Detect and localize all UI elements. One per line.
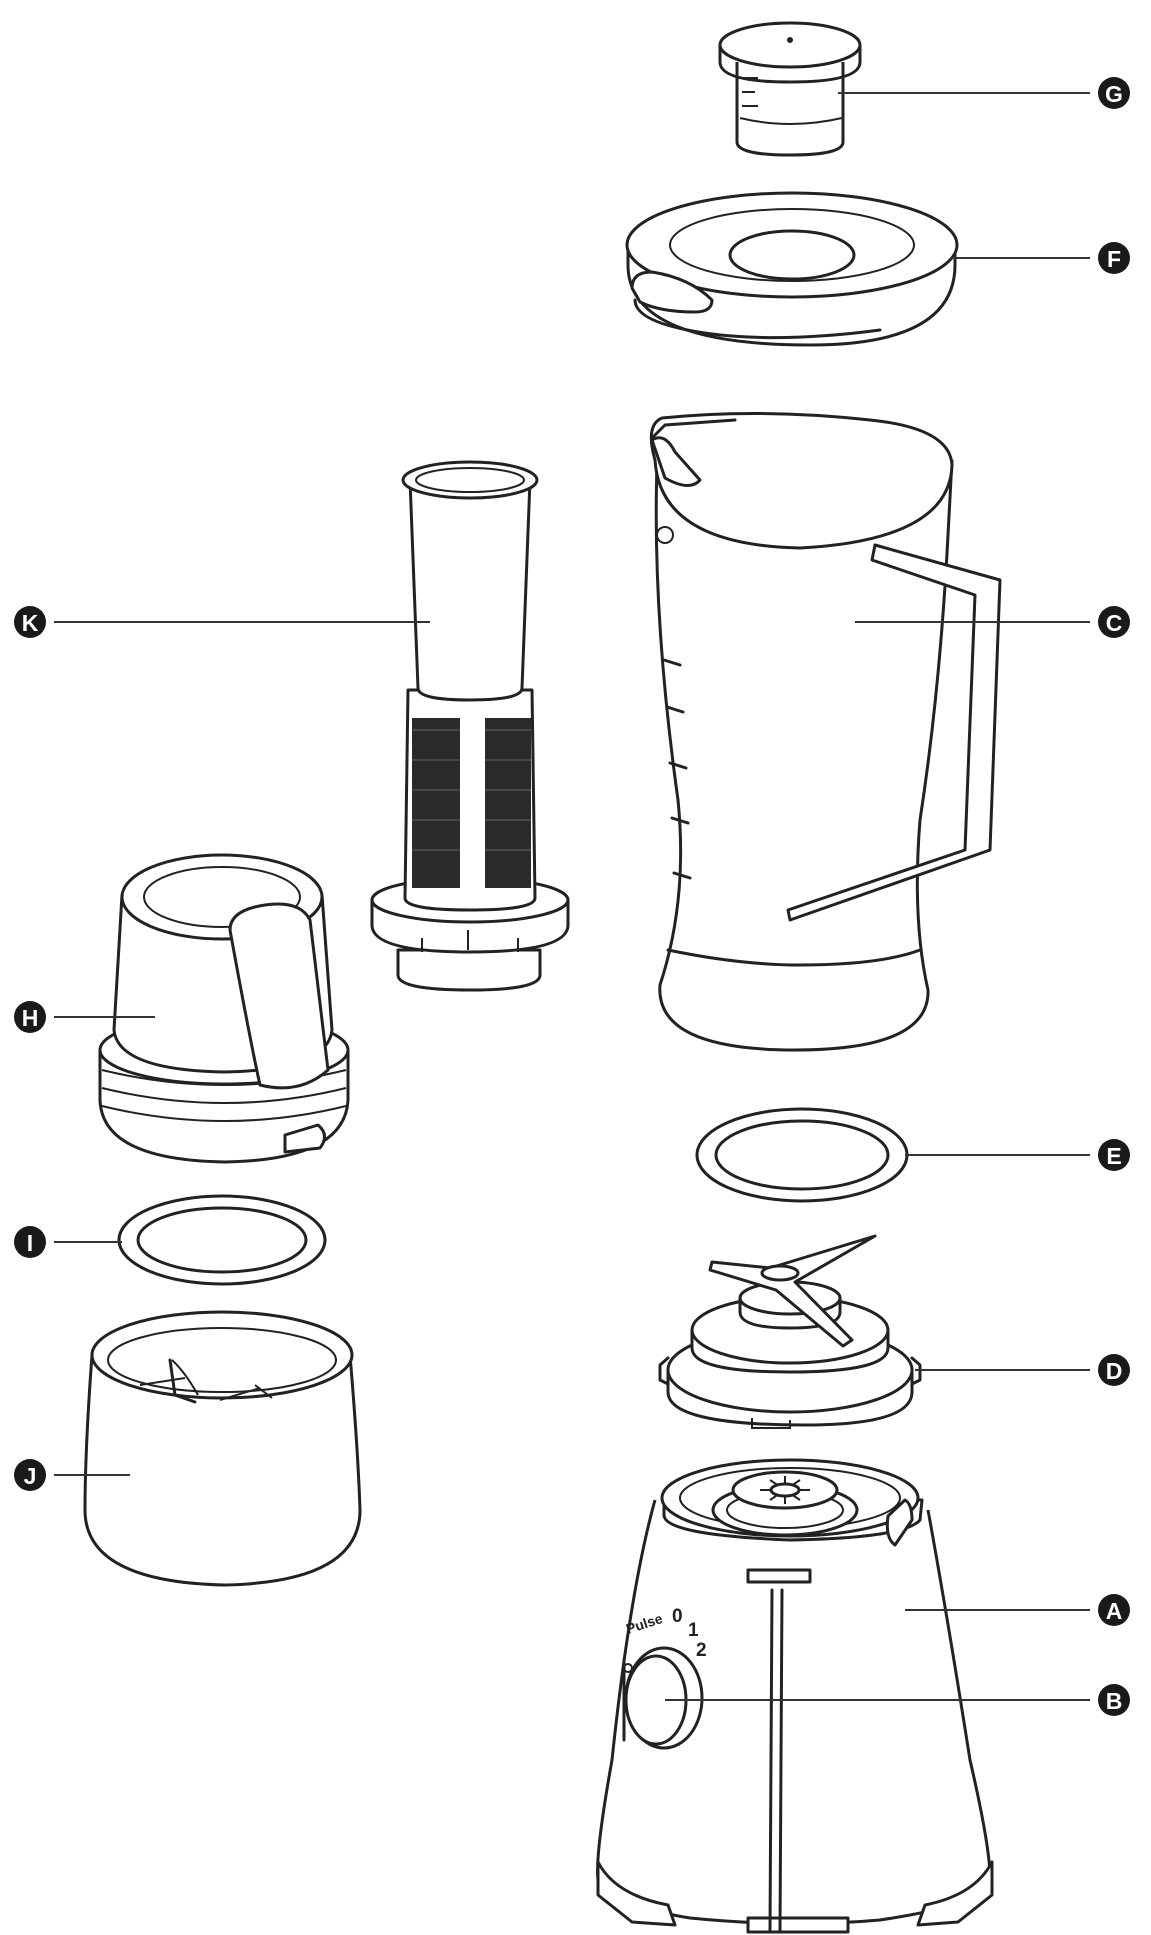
label-i-text: I: [27, 1230, 33, 1256]
label-badge-c: C: [1098, 606, 1130, 638]
label-g-text: G: [1105, 81, 1123, 107]
part-motor-base: [596, 1458, 994, 1934]
label-badge-a: A: [1098, 1594, 1130, 1626]
label-badge-b: B: [1098, 1684, 1130, 1716]
label-badge-g: G: [1098, 77, 1130, 109]
dial-label-zero: 0: [672, 1606, 683, 1627]
label-badge-k: K: [14, 606, 46, 638]
label-badge-h: H: [14, 1001, 46, 1033]
label-f-text: F: [1107, 246, 1121, 272]
label-h-text: H: [22, 1005, 39, 1031]
part-grinder-cup: [98, 853, 350, 1164]
label-d-text: D: [1106, 1358, 1123, 1384]
label-badge-d: D: [1098, 1354, 1130, 1386]
label-b-text: B: [1106, 1688, 1123, 1714]
label-badge-e: E: [1098, 1139, 1130, 1171]
part-jug-sealing-ring: [695, 1107, 909, 1203]
label-k-text: K: [22, 610, 39, 636]
label-c-text: C: [1106, 610, 1123, 636]
label-badge-i: I: [14, 1226, 46, 1258]
dial-label-two: 2: [696, 1640, 707, 1661]
label-badge-j: J: [14, 1459, 46, 1491]
part-measuring-cap: [718, 21, 862, 157]
label-a-text: A: [1106, 1598, 1123, 1624]
part-grinder-sealing-ring: [117, 1194, 327, 1286]
part-lid: [625, 191, 959, 347]
dial-label-one: 1: [688, 1620, 699, 1641]
label-badge-f: F: [1098, 242, 1130, 274]
label-e-text: E: [1106, 1143, 1121, 1169]
part-grinder-blade-unit: [83, 1310, 362, 1587]
part-filter: [370, 460, 570, 992]
label-j-text: J: [24, 1463, 37, 1489]
part-jug: [649, 411, 1002, 1052]
part-blade-unit: [658, 1234, 922, 1429]
leader-lines: [54, 92, 1090, 1701]
